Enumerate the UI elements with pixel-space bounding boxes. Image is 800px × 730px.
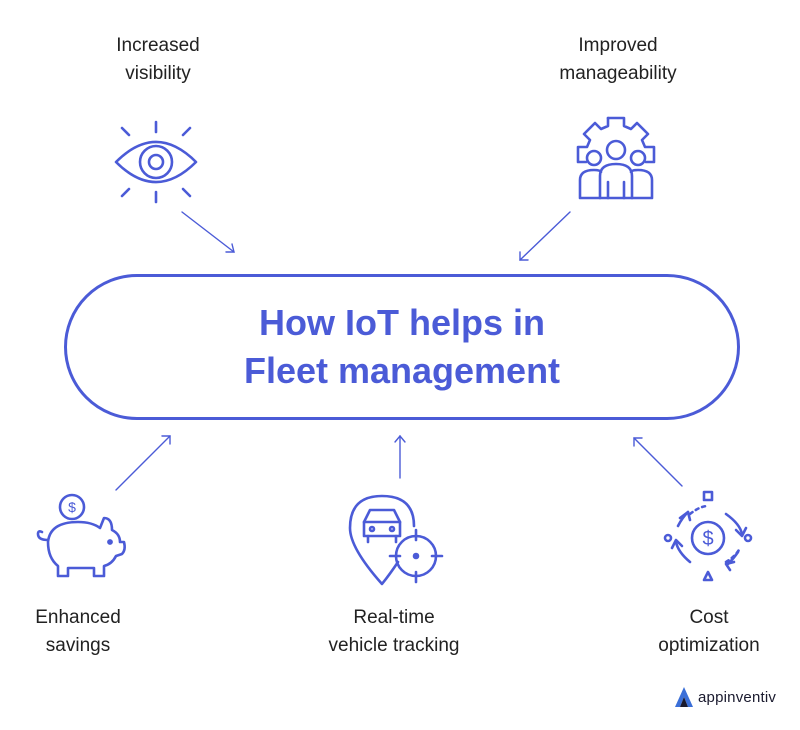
cost-cycle-icon: $ bbox=[663, 490, 753, 582]
central-title-line-1: How IoT helps in bbox=[259, 302, 545, 343]
label-line: Cost bbox=[689, 607, 729, 628]
arrow-tracking-to-center bbox=[394, 434, 406, 479]
label-line: manageability bbox=[559, 63, 677, 84]
arrow-manageability-to-center bbox=[519, 211, 571, 261]
central-topic-box: How IoT helps in Fleet management bbox=[64, 274, 740, 420]
eye-icon bbox=[114, 120, 198, 204]
label-line: Real-time bbox=[353, 607, 435, 628]
brand-name: appinventiv bbox=[698, 688, 777, 706]
label-line: optimization bbox=[658, 635, 760, 656]
piggy-bank-icon: $ bbox=[36, 493, 126, 578]
arrow-cost-to-center bbox=[633, 437, 683, 487]
arrow-savings-to-center bbox=[115, 435, 171, 491]
label-line: Enhanced bbox=[35, 607, 121, 628]
arrow-visibility-to-center bbox=[181, 211, 235, 253]
label-improved-manageability: Improved manageability bbox=[528, 32, 708, 88]
label-enhanced-savings: Enhanced savings bbox=[8, 604, 148, 660]
central-title-line-2: Fleet management bbox=[243, 350, 561, 391]
label-line: visibility bbox=[125, 63, 191, 84]
label-line: Improved bbox=[578, 35, 658, 56]
label-real-time-vehicle-tracking: Real-time vehicle tracking bbox=[300, 604, 488, 660]
label-increased-visibility: Increased visibility bbox=[78, 32, 238, 88]
svg-text:$: $ bbox=[702, 528, 713, 550]
svg-text:$: $ bbox=[68, 499, 76, 515]
label-line: savings bbox=[45, 635, 111, 656]
gear-team-icon bbox=[576, 116, 656, 200]
brand-mark-icon bbox=[675, 687, 693, 707]
label-cost-optimization: Cost optimization bbox=[626, 604, 792, 660]
label-line: vehicle tracking bbox=[328, 635, 460, 656]
label-line: Increased bbox=[116, 35, 200, 56]
brand-logo: appinventiv bbox=[674, 686, 776, 708]
vehicle-location-icon bbox=[348, 494, 444, 586]
